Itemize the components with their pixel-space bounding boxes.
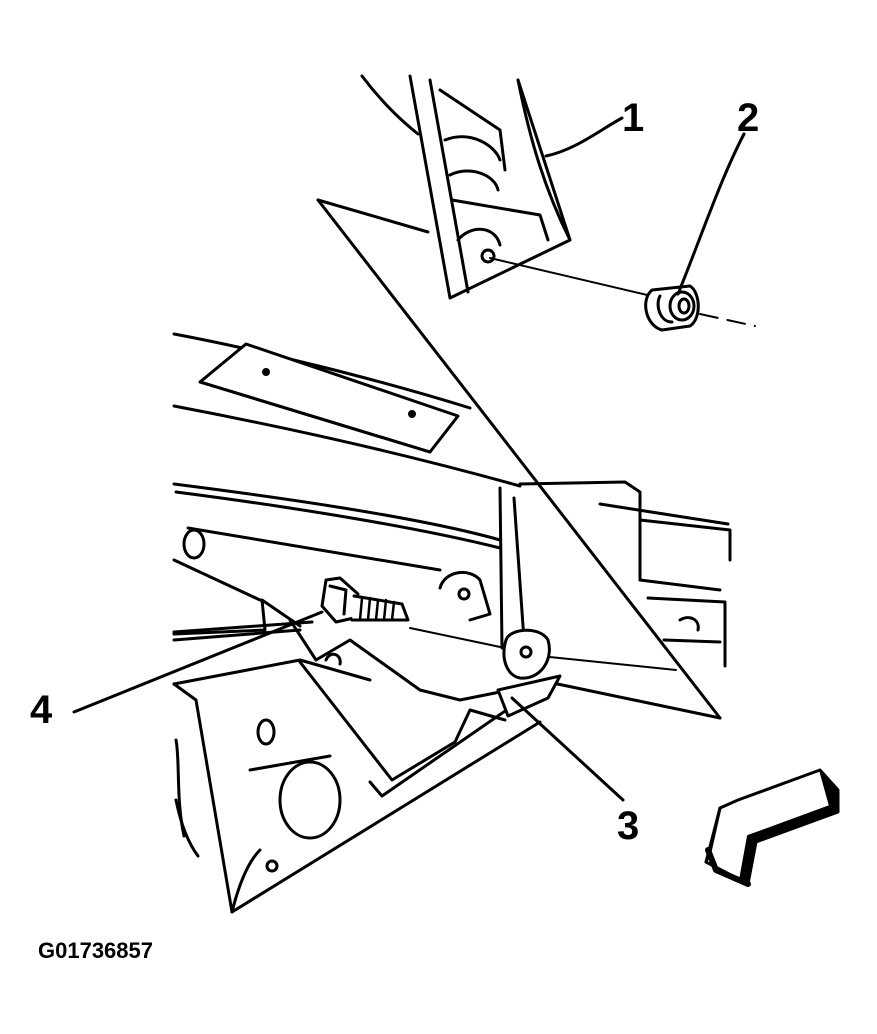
callout-label-2: 2 bbox=[737, 96, 760, 140]
lower-body-structure bbox=[172, 332, 732, 914]
nut-part bbox=[644, 284, 700, 332]
figure-id-label: G01736857 bbox=[38, 938, 153, 963]
washer-part bbox=[496, 628, 562, 718]
front-direction-arrow bbox=[704, 768, 840, 887]
callout-label-3: 3 bbox=[617, 804, 640, 848]
detail-view-triangle bbox=[316, 198, 722, 720]
upper-bracket-part bbox=[360, 74, 572, 300]
leader-lines bbox=[72, 116, 746, 802]
callout-label-4: 4 bbox=[30, 688, 53, 732]
callout-label-1: 1 bbox=[622, 96, 645, 140]
alignment-lines bbox=[409, 257, 756, 671]
bolt-part bbox=[172, 576, 410, 636]
